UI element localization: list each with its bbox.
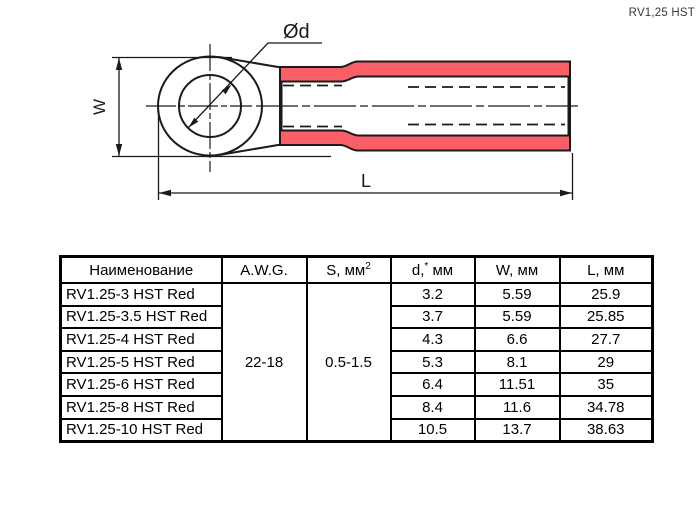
cell-name: RV1.25-3 HST Red [59,282,223,307]
table-row: RV1.25-3 HST Red 22-18 0.5-1.5 3.2 5.59 … [59,282,654,443]
terminal-drawing: Ød W L [90,21,578,200]
cell-name: RV1.25-3.5 HST Red [59,304,223,330]
cell-w: 8.1 [473,349,561,375]
cell-d: 5.3 [389,349,476,375]
cell-d: 4.3 [389,327,476,352]
cell-l: 25.9 [558,282,654,307]
col-header-name: Наименование [59,255,223,284]
spec-table: Наименование A.W.G. S, мм2 d,* мм W, мм … [59,255,654,444]
dim-w-arrow-bottom [115,144,123,156]
cell-l: 29 [558,349,654,375]
cell-d: 6.4 [389,372,476,397]
table-row: RV1.25-4 HST Red 4.3 6.6 27.7 [59,327,654,352]
bore-hidden-lines [283,84,565,128]
dim-l: L [157,110,574,200]
cell-name: RV1.25-8 HST Red [59,394,223,420]
insulation-sleeve [279,60,571,152]
cell-w: 5.59 [473,304,561,330]
cell-w: 13.7 [473,417,561,443]
col-header-l: L, мм [558,255,654,284]
col-header-awg: A.W.G. [220,255,308,284]
cell-l: 25.85 [558,304,654,330]
cell-d: 8.4 [389,394,476,420]
table-row: RV1.25-6 HST Red 6.4 11.51 35 [59,372,654,397]
table-row: RV1.25-10 HST Red 10.5 13.7 38.63 [59,417,654,443]
center-lines [146,44,578,172]
cell-l: 35 [558,372,654,397]
dim-l-label: L [361,171,371,191]
cell-w: 6.6 [473,327,561,352]
cell-d: 3.7 [389,304,476,330]
cell-s: 0.5-1.5 [305,282,392,443]
table-row: RV1.25-8 HST Red 8.4 11.6 34.78 [59,394,654,420]
cell-w: 11.6 [473,394,561,420]
table-row: RV1.25-5 HST Red 5.3 8.1 29 [59,349,654,375]
col-header-w: W, мм [473,255,561,284]
cell-name: RV1.25-5 HST Red [59,349,223,375]
cell-name: RV1.25-4 HST Red [59,327,223,352]
dim-d-arrow-upper [221,84,232,95]
col-header-d: d,* мм [389,255,476,284]
dim-w: W [90,56,331,158]
col-header-s: S, мм2 [305,255,392,284]
dim-d: Ød [188,21,322,128]
dim-d-label: Ød [283,21,310,43]
cell-d: 10.5 [389,417,476,443]
dim-d-arrow-lower [188,117,199,128]
dim-w-arrow-top [115,58,123,70]
dim-l-arrow-left [159,189,171,197]
cell-awg: 22-18 [220,282,308,443]
header-row: Наименование A.W.G. S, мм2 d,* мм W, мм … [59,255,654,284]
dim-l-arrow-right [560,189,572,197]
cell-w: 11.51 [473,372,561,397]
cell-l: 27.7 [558,327,654,352]
cell-l: 34.78 [558,394,654,420]
cell-name: RV1.25-10 HST Red [59,417,223,443]
cell-d: 3.2 [389,282,476,307]
cell-l: 38.63 [558,417,654,443]
cell-w: 5.59 [473,282,561,307]
dim-w-label: W [90,99,109,115]
table-row: RV1.25-3.5 HST Red 3.7 5.59 25.85 [59,304,654,330]
cell-name: RV1.25-6 HST Red [59,372,223,397]
product-code-label: RV1,25 HST [628,7,695,19]
